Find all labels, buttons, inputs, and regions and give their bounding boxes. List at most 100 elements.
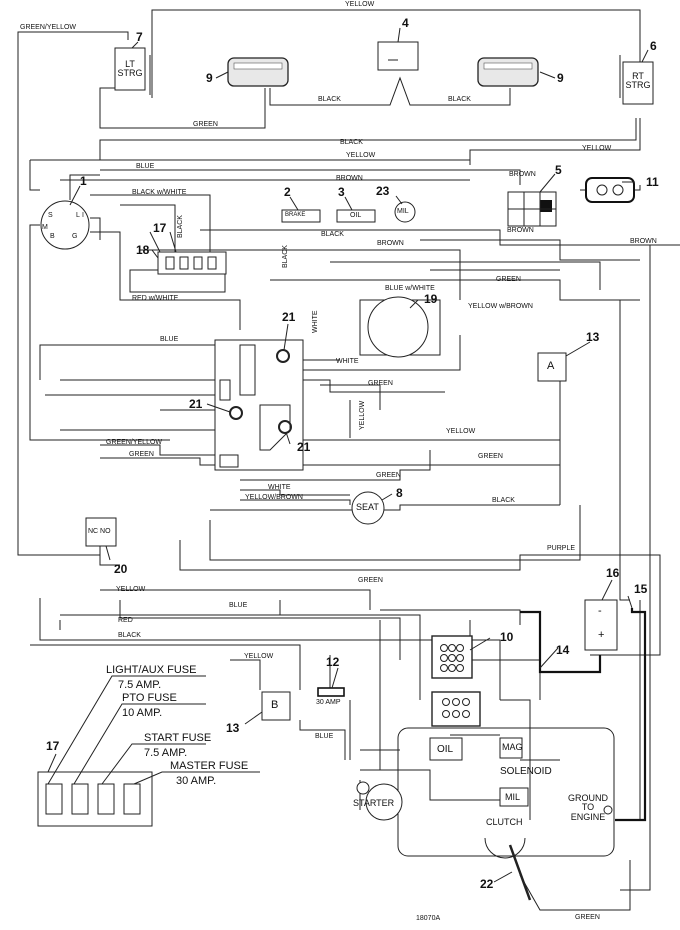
clutch-label: CLUTCH (486, 817, 523, 827)
wire-label-red-white: RED w/WHITE (132, 295, 179, 302)
ignition-g-label: G (72, 233, 78, 240)
ignition-s-label: S (48, 212, 53, 219)
connector-11 (585, 177, 635, 203)
wire-label-blue-top: BLUE (136, 163, 155, 170)
ignition-b-label: B (50, 233, 55, 240)
wire-label-blue-left: BLUE (160, 336, 179, 343)
callout-5: 5 (555, 163, 562, 177)
wire-label-yellow-fuse: YELLOW (244, 653, 274, 660)
nc-no-label: NC NO (88, 528, 111, 535)
brake-switch (281, 209, 321, 223)
mil-lamp-label: MIL (397, 208, 409, 215)
wire-label-green-low: GREEN (358, 577, 383, 584)
relay-board (214, 339, 304, 471)
seat-label: SEAT (356, 502, 379, 512)
light-aux-fuse-title: LIGHT/AUX FUSE (106, 664, 197, 676)
wire-label-black-white: BLACK w/WHITE (132, 189, 187, 196)
callout-22: 22 (480, 877, 494, 891)
wire-label-red-low: RED (118, 617, 133, 624)
starter-label: STARTER (353, 798, 395, 808)
connector-18 (157, 251, 227, 275)
engine-mil-label: MIL (505, 792, 521, 802)
fuse-block (37, 771, 153, 827)
wire-label-black-right: BLACK (492, 497, 515, 504)
callout-1: 1 (80, 174, 87, 188)
ignition-switch (40, 200, 90, 250)
master-fuse-title: MASTER FUSE (170, 760, 249, 772)
callout-21-a: 21 (282, 310, 296, 324)
wire-label-yellow-vertical: YELLOW (359, 400, 366, 430)
callout-20: 20 (114, 562, 128, 576)
wire-label-yellow-right: YELLOW (582, 145, 612, 152)
callout-13-b: 13 (226, 721, 240, 735)
wire-label-blue-fuse: BLUE (315, 733, 334, 740)
part-code: 18070A (416, 915, 441, 922)
wire-label-yellow-brown: YELLOW w/BROWN (468, 303, 533, 310)
callout-6: 6 (650, 39, 657, 53)
callout-18: 18 (136, 243, 150, 257)
seat-switch (351, 491, 385, 525)
solenoid-label: SOLENOID (500, 766, 552, 777)
headlight-left (227, 57, 289, 87)
callout-3: 3 (338, 185, 345, 199)
callout-21-b: 21 (189, 397, 203, 411)
wire-label-yellow-mid-2: YELLOW (446, 428, 476, 435)
engine-oil-label: OIL (437, 744, 454, 755)
wire-label-black-low: BLACK (118, 632, 141, 639)
ignition-i-label: I (82, 212, 84, 219)
callout-16: 16 (606, 566, 620, 580)
callout-8: 8 (396, 486, 403, 500)
callout-9-right: 9 (557, 71, 564, 85)
wire-label-black-left: BLACK (318, 96, 341, 103)
wire-label-black-right: BLACK (448, 96, 471, 103)
wire-label-green-mid: GREEN (368, 380, 393, 387)
relay-b-label: B (271, 699, 279, 711)
wire-label-yellow-low: YELLOW (116, 586, 146, 593)
wire-label-brown-top: BROWN (336, 175, 363, 182)
callout-17-bottom: 17 (46, 739, 60, 753)
headlight-right (477, 57, 539, 87)
mag-label: MAG (502, 742, 523, 752)
rt-strg-switch (619, 55, 654, 105)
wire-label-black-vertical-2: BLACK (282, 245, 289, 268)
wire-label-white-horizontal: WHITE (336, 358, 359, 365)
wire-label-green-yellow-top: GREEN/YELLOW (20, 24, 77, 31)
callout-4: 4 (402, 16, 409, 30)
callout-14: 14 (556, 643, 570, 657)
callout-2: 2 (284, 185, 291, 199)
wire-label-white-seat: WHITE (268, 484, 291, 491)
brake-label: BRAKE (285, 212, 306, 218)
rt-strg-label: RT STRG (625, 71, 651, 91)
callout-21-c: 21 (297, 440, 311, 454)
nc-no-switch (85, 517, 117, 547)
callout-23: 23 (376, 184, 390, 198)
wire-label-blue-white: BLUE w/WHITE (385, 285, 435, 292)
callout-9-left: 9 (206, 71, 213, 85)
battery-minus-label: - (598, 605, 602, 617)
relay-a (537, 352, 567, 382)
start-fuse-title: START FUSE (144, 732, 212, 744)
pto-fuse-title: PTO FUSE (122, 692, 177, 704)
clutch (484, 837, 532, 901)
lt-strg-switch (114, 47, 151, 95)
wire-label-yellow-brown-seat: YELLOW/BROWN (245, 494, 303, 501)
oil-lamp-label: OIL (350, 212, 362, 219)
callout-12: 12 (326, 655, 340, 669)
callout-7: 7 (136, 30, 143, 44)
wire-label-green-right-1: GREEN (496, 276, 521, 283)
lt-strg-label: LT STRG (117, 59, 143, 79)
fuse-30-amp (317, 687, 345, 697)
wire-label-green-bottom: GREEN (575, 914, 600, 921)
wire-label-brown-mid: BROWN (377, 240, 404, 247)
wire-label-purple: PURPLE (547, 545, 576, 552)
callout-15: 15 (634, 582, 648, 596)
callout-11: 11 (646, 175, 659, 189)
engine-connector (431, 691, 481, 727)
mil-lamp (394, 201, 416, 223)
wire-label-blue-low: BLUE (229, 602, 248, 609)
start-fuse-amp: 7.5 AMP. (144, 747, 188, 759)
ignition-l-label: L (76, 212, 80, 219)
wire-label-green-seat: GREEN (376, 472, 401, 479)
switch-5 (507, 191, 557, 227)
